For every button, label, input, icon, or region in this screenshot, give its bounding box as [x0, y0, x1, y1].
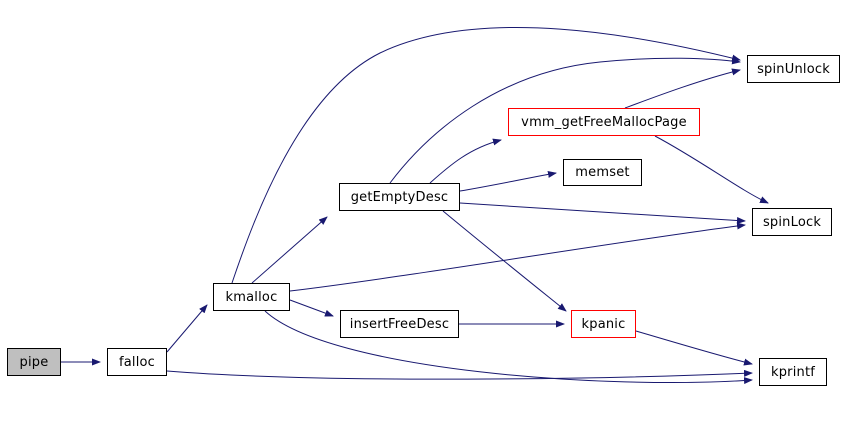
edge-kmalloc-to-insertFreeDesc [289, 299, 334, 317]
edge-kmalloc-to-getEmptyDesc [251, 216, 328, 284]
node-kmalloc[interactable]: kmalloc [213, 283, 290, 311]
node-label-memset: memset [575, 165, 630, 180]
node-memset[interactable]: memset [563, 159, 642, 186]
node-pipe[interactable]: pipe [7, 348, 61, 376]
edge-kpanic-to-kprintf [635, 330, 753, 366]
edge-getEmptyDesc-to-spinLock [459, 202, 746, 225]
node-label-kmalloc: kmalloc [225, 289, 278, 305]
node-label-insertFreeDesc: insertFreeDesc [349, 316, 450, 332]
edge-kmalloc-to-kprintf [264, 310, 753, 385]
edge-vmm_getFreeMallocPage-to-spinUnlock [624, 68, 741, 109]
node-label-pipe: pipe [19, 354, 49, 370]
node-vmm_getFreeMallocPage[interactable]: vmm_getFreeMallocPage [508, 108, 700, 136]
edge-getEmptyDesc-to-spinUnlock [389, 57, 741, 184]
edge-kmalloc-to-spinLock [289, 222, 746, 292]
node-spinUnlock[interactable]: spinUnlock [747, 55, 840, 83]
node-label-falloc: falloc [118, 354, 156, 370]
node-label-getEmptyDesc: getEmptyDesc [350, 189, 449, 205]
node-kpanic[interactable]: kpanic [571, 310, 636, 338]
node-label-kprintf: kprintf [770, 364, 816, 380]
edge-vmm_getFreeMallocPage-to-spinLock [654, 135, 769, 204]
edges-group [61, 27, 769, 385]
edge-getEmptyDesc-to-vmm_getFreeMallocPage [429, 138, 502, 184]
node-label-spinLock: spinLock [762, 214, 822, 230]
node-label-kpanic: kpanic [581, 316, 626, 332]
node-label-vmm_getFreeMallocPage: vmm_getFreeMallocPage [521, 114, 687, 130]
edge-getEmptyDesc-to-memset [459, 170, 557, 192]
edge-falloc-to-kprintf [166, 369, 753, 380]
node-kprintf[interactable]: kprintf [759, 358, 827, 386]
edge-falloc-to-kmalloc [166, 304, 208, 353]
edge-getEmptyDesc-to-kpanic [442, 210, 567, 312]
node-falloc[interactable]: falloc [107, 348, 167, 376]
edge-kmalloc-to-spinUnlock [231, 27, 741, 284]
node-insertFreeDesc[interactable]: insertFreeDesc [340, 310, 459, 338]
node-getEmptyDesc[interactable]: getEmptyDesc [339, 183, 460, 211]
node-spinLock[interactable]: spinLock [752, 208, 832, 236]
node-label-spinUnlock: spinUnlock [757, 61, 830, 77]
